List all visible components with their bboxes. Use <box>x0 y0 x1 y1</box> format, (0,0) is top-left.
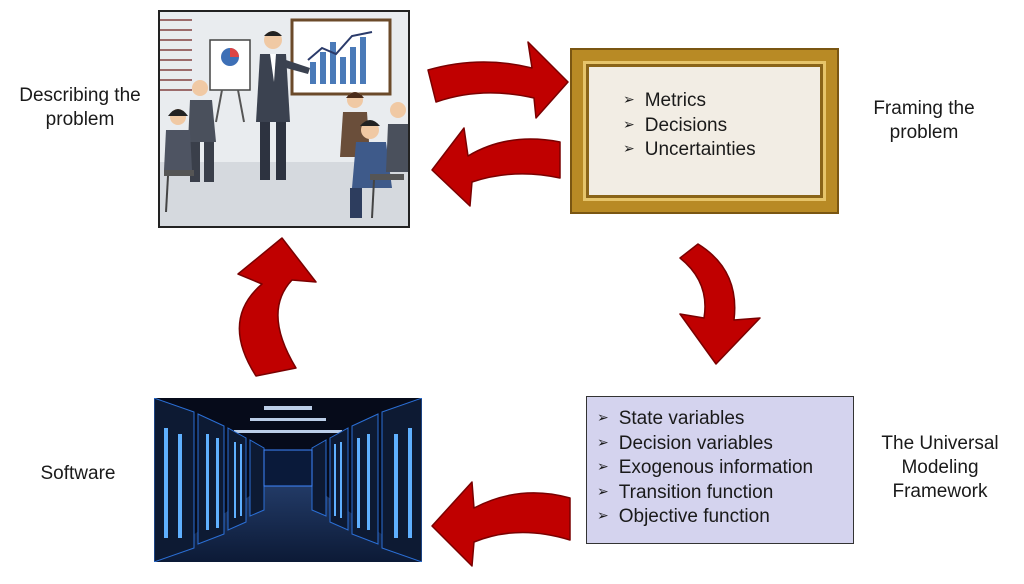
label-universal-modeling-framework: The Universal Modeling Framework <box>881 433 999 502</box>
label-describing-the-problem: Describing the problem <box>19 85 141 130</box>
umf-item-objective-function: Objective function <box>597 505 813 530</box>
umf-item-exogenous-information: Exogenous information <box>597 456 813 481</box>
framing-list: Metrics Decisions Uncertainties <box>623 89 756 163</box>
arrow-umf-to-software <box>431 481 571 567</box>
umf-box: State variables Decision variables Exoge… <box>586 396 854 544</box>
umf-list: State variables Decision variables Exoge… <box>597 407 813 530</box>
arrow-software-to-describe <box>237 237 317 377</box>
label-software: Software <box>40 463 116 484</box>
arrow-framing-to-umf <box>679 243 761 365</box>
arrow-describe-to-framing <box>427 41 569 119</box>
umf-item-transition-function: Transition function <box>597 481 813 506</box>
meeting-illustration <box>158 10 410 228</box>
framing-item-decisions: Decisions <box>623 114 756 139</box>
server-room-image <box>154 398 422 562</box>
business-presentation-illustration <box>160 12 408 226</box>
framing-item-metrics: Metrics <box>623 89 756 114</box>
framing-picture-frame: Metrics Decisions Uncertainties <box>572 50 837 212</box>
framing-item-uncertainties: Uncertainties <box>623 138 756 163</box>
label-framing-the-problem: Framing the problem <box>873 98 975 143</box>
data-center-server-room-image <box>154 398 422 562</box>
arrow-framing-to-describe <box>431 127 561 207</box>
umf-item-decision-variables: Decision variables <box>597 432 813 457</box>
umf-item-state-variables: State variables <box>597 407 813 432</box>
